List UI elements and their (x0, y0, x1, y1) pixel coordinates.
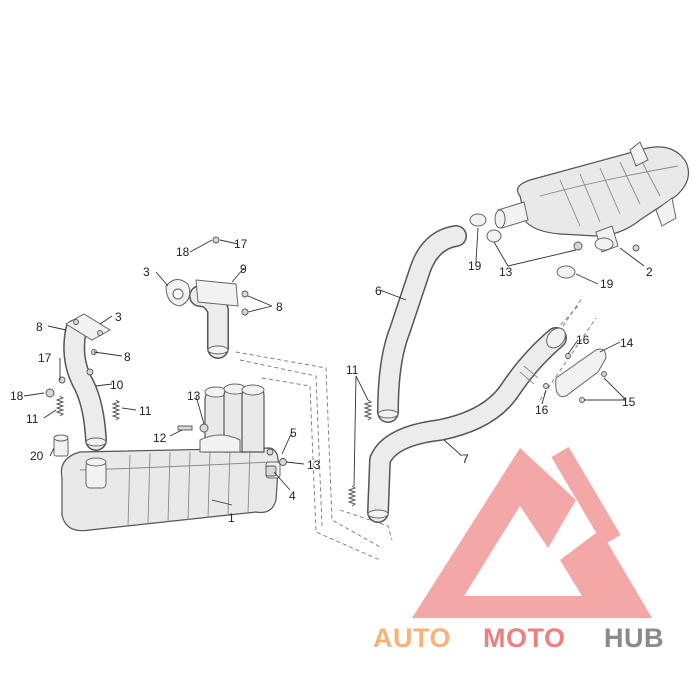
callout-11a: 11 (26, 412, 39, 426)
callout-13a: 13 (187, 389, 201, 403)
watermark-inner-stroke (551, 446, 621, 546)
callout-16b: 16 (535, 403, 549, 417)
callout-2: 2 (646, 265, 653, 279)
callout-18a: 18 (10, 389, 24, 403)
callout-13c: 13 (499, 265, 513, 279)
heat-shield-14 (543, 348, 607, 403)
pipe-6 (377, 225, 467, 423)
watermark-word-auto: AUTO (373, 623, 451, 653)
muffler-right (494, 141, 689, 253)
callout-19b: 19 (600, 277, 614, 291)
header-pipes (199, 383, 265, 453)
callout-8a: 8 (36, 320, 43, 334)
callout-17b: 17 (234, 237, 248, 251)
callout-15: 15 (622, 395, 636, 409)
callout-14: 14 (620, 336, 634, 350)
watermark-word-hub: HUB (604, 623, 664, 653)
watermark-word-moto: MOTO (483, 623, 566, 653)
callout-8c: 8 (276, 300, 283, 314)
pipe-left-10 (63, 313, 111, 451)
callout-labels: 1 2 3 3 4 5 6 7 8 8 8 9 10 11 11 11 12 1… (10, 237, 653, 525)
callout-3b: 3 (143, 265, 150, 279)
springs-11-center (347, 375, 373, 507)
callout-20: 20 (30, 449, 44, 463)
callout-9: 9 (240, 262, 247, 276)
callout-8b: 8 (124, 350, 131, 364)
callout-10: 10 (110, 378, 124, 392)
cylinder-20 (53, 434, 69, 457)
callout-7: 7 (462, 452, 469, 466)
callout-18b: 18 (176, 245, 190, 259)
callout-11b: 11 (139, 404, 152, 418)
muffler-left (60, 447, 281, 532)
callout-17a: 17 (38, 351, 52, 365)
clamps-right (469, 213, 640, 279)
callout-12: 12 (153, 431, 167, 445)
pipe-upper-9 (165, 279, 239, 359)
callout-1: 1 (228, 511, 235, 525)
leader-lines (23, 227, 645, 506)
spring-11-left (55, 395, 65, 417)
watermark-logo (412, 446, 652, 618)
callout-13b: 13 (307, 458, 321, 472)
callout-19a: 19 (468, 259, 482, 273)
guide-lines (235, 297, 597, 561)
spring-11-mid (111, 399, 121, 421)
callout-5: 5 (290, 426, 297, 440)
watermark-text: AUTO MOTO HUB (373, 623, 664, 653)
bolts-left (45, 236, 287, 477)
callout-4: 4 (289, 489, 296, 503)
callout-16a: 16 (576, 333, 590, 347)
callout-11c: 11 (346, 363, 359, 377)
pipe-7 (367, 327, 567, 523)
watermark-triangle-mark (412, 448, 652, 618)
callout-3a: 3 (115, 310, 122, 324)
callout-6: 6 (375, 284, 382, 298)
